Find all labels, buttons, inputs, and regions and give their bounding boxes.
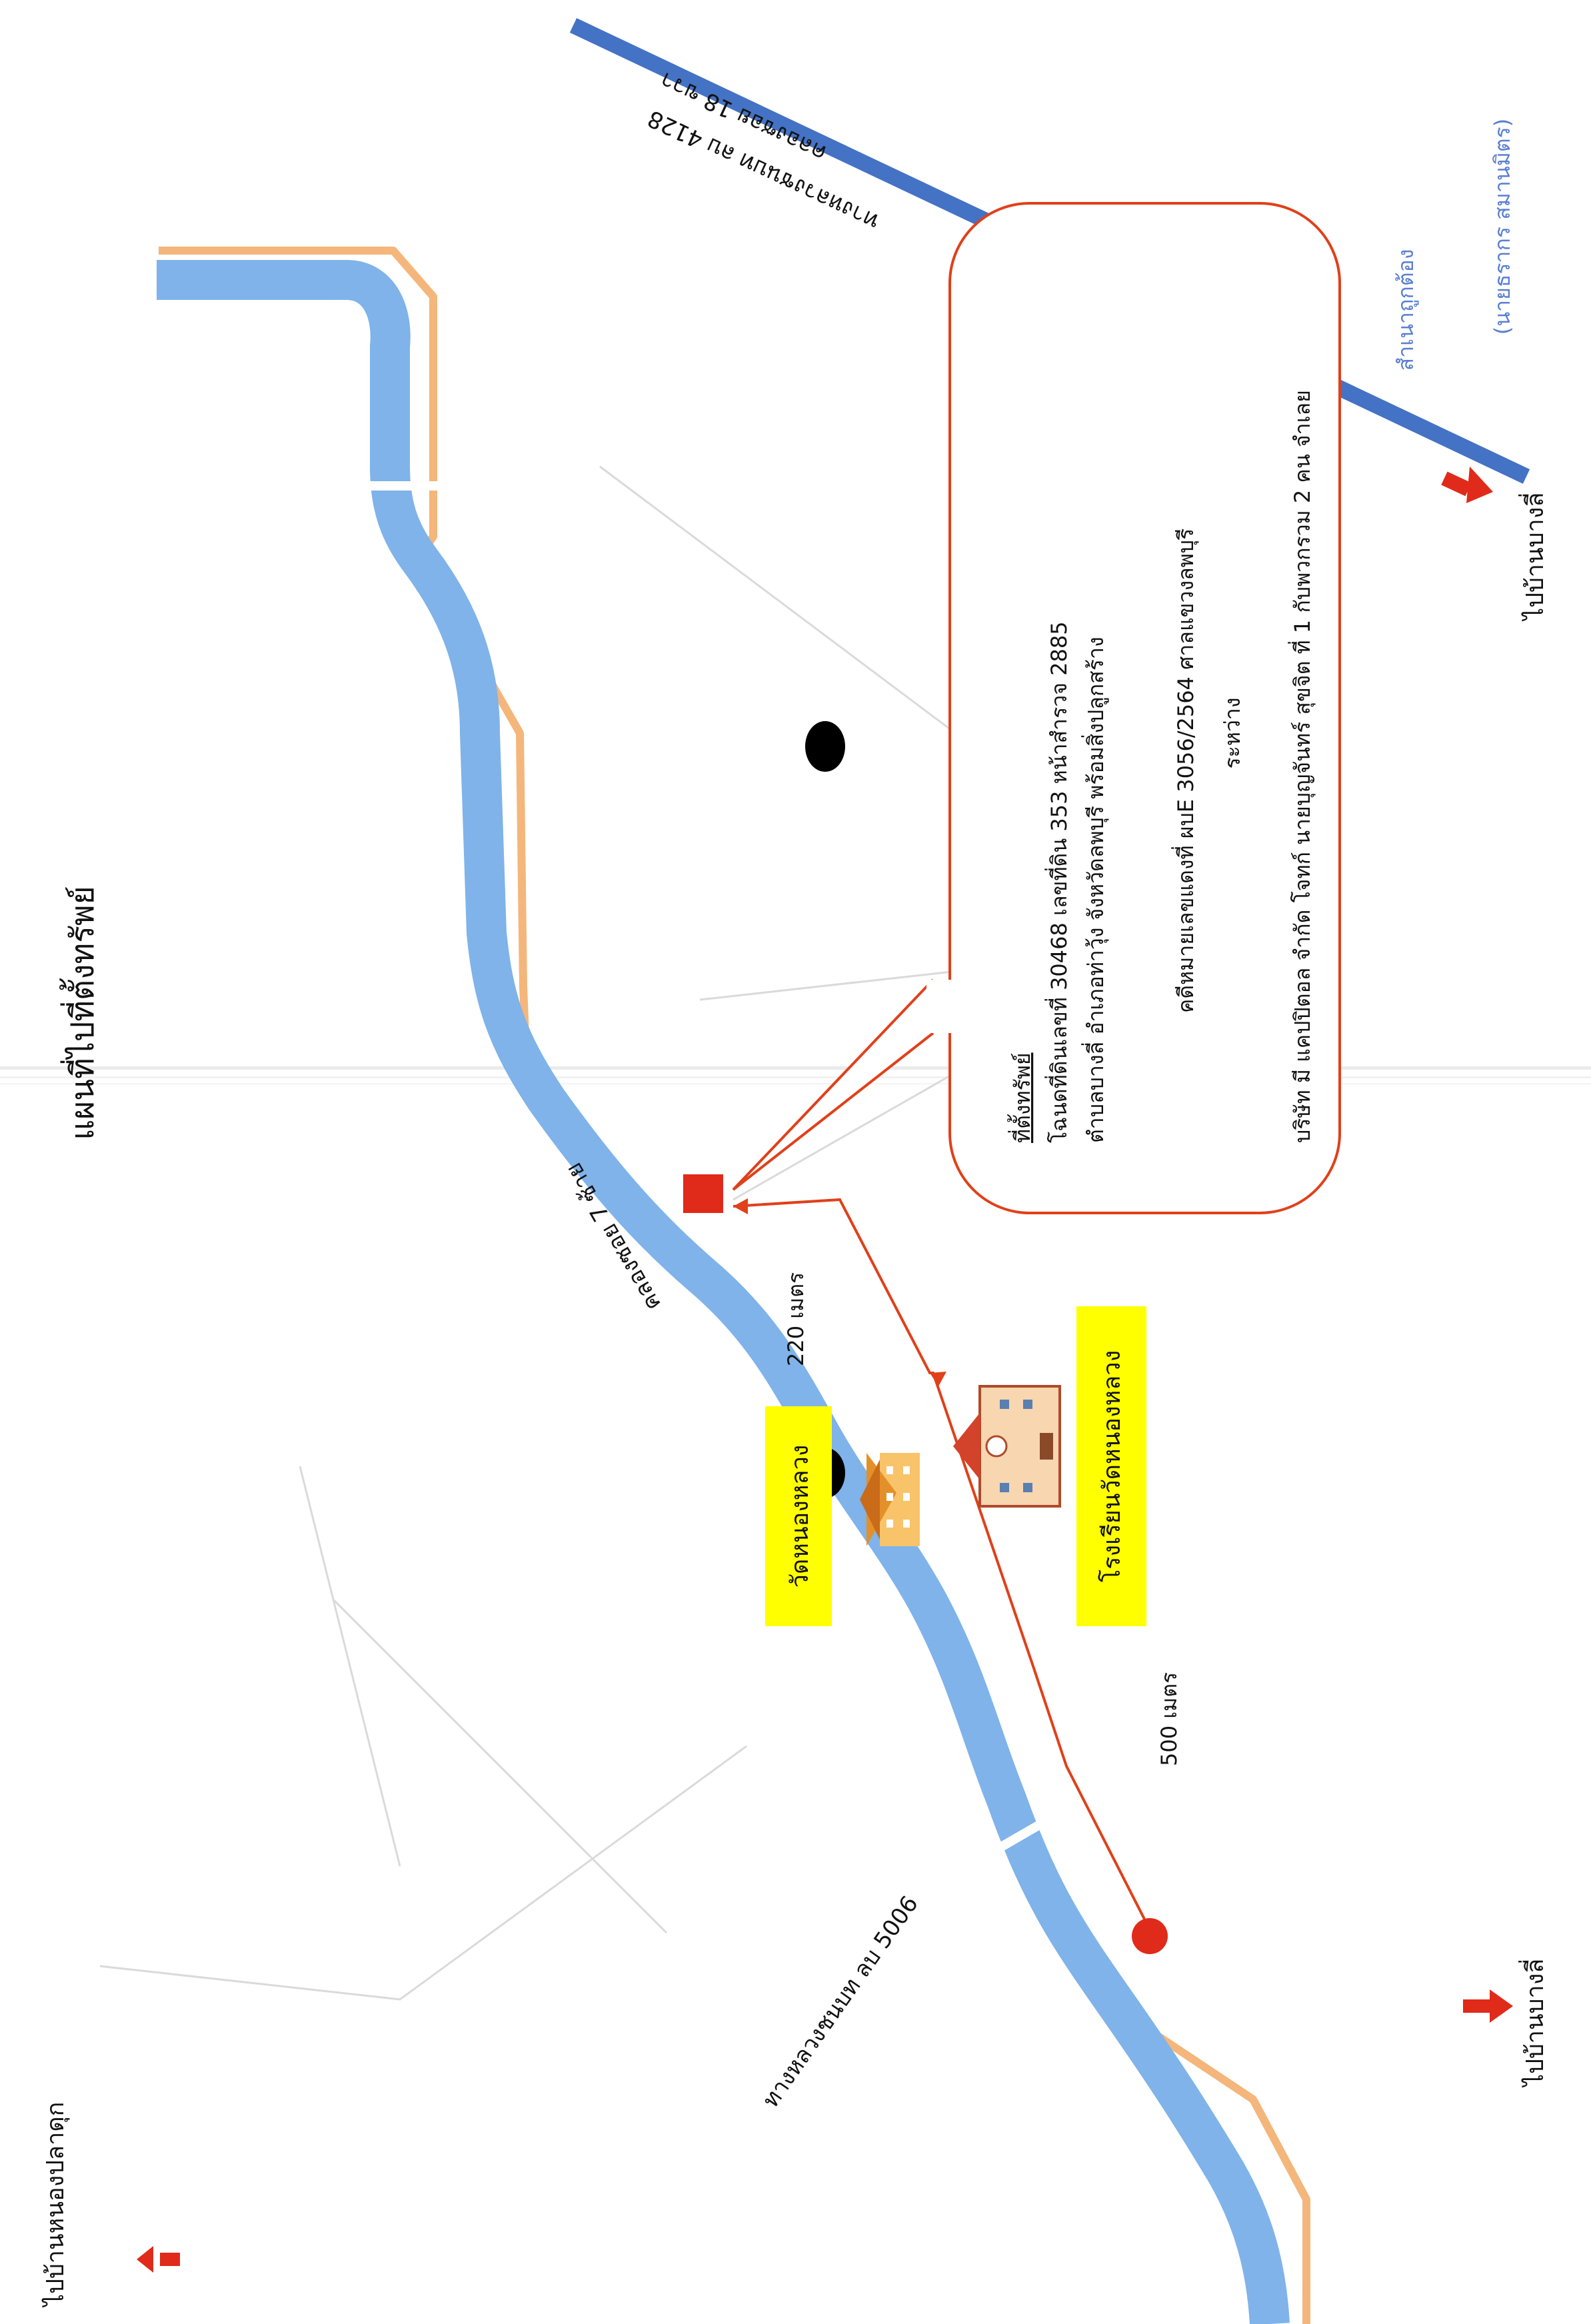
direction-bang-li-bottom: ไปบ้านบางลี่ [1518, 1959, 1549, 2088]
property-line-5: บริษัท มี แคปปิตอล จำกัด โจทก์ นายบุญจัน… [1288, 390, 1316, 1143]
property-line-3: คดีหมายเลขแดงที่ ผบE 3056/2564 ศาลแขวงลพ… [1171, 529, 1199, 1013]
scan-artifacts [0, 1066, 1591, 1084]
certification-name: (นายธรากร สมานมิตร) [1490, 119, 1515, 335]
start-point-marker [1132, 1918, 1168, 1954]
distance-500: 500 เมตร [1156, 1672, 1182, 1766]
page-title: แผนที่ไปที่ตั้งทรัพย์ [59, 886, 101, 1140]
certification-stamp: สำเนาถูกต้อง [1393, 249, 1419, 371]
school-icon [953, 1385, 1061, 1508]
property-line-1: โฉนดที่ดินเลขที่ 30468 เลขที่ดิน 353 หน้… [1044, 621, 1072, 1143]
property-info-callout [948, 202, 1341, 1214]
route-arrow-1 [733, 1198, 748, 1214]
temple-label: วัดหนองหลวง [787, 1445, 814, 1588]
direction-nong-pla-duk: ไปบ้านหนองปลาดุก [41, 2102, 70, 2308]
temple-label-bg [765, 1406, 832, 1626]
school-label: โรงเรียนวัดหนองหลวง [1098, 1350, 1126, 1582]
distance-220: 220 เมตร [783, 1272, 808, 1366]
arrow-to-nong-pla-duk [137, 2246, 180, 2273]
temple-icon [860, 1453, 920, 1546]
route-arrow-2 [930, 1372, 946, 1386]
property-line-4: ระหว่าง [1220, 697, 1245, 768]
arrow-to-bang-li-bottom [1463, 1989, 1513, 2023]
property-marker [683, 1174, 723, 1213]
property-boundaries [99, 465, 1001, 2001]
bridge-marks [360, 481, 1057, 1861]
route-line [733, 1198, 1156, 1937]
property-heading: ที่ตั้งทรัพย์ [1007, 1052, 1035, 1143]
direction-bang-li-top: ไปบ้านบางลี่ [1518, 493, 1549, 622]
property-line-2: ตำบลบางลี่ อำเภอท่าวุ้ง จังหวัดลพบุรี พร… [1081, 636, 1109, 1143]
arrow-to-bang-li-top [1441, 467, 1493, 503]
callout-pointer [732, 978, 934, 1191]
canal-7 [157, 260, 1290, 2324]
road-5006-label: ทางหลวงชนบท ลบ 5006 [757, 1891, 924, 2113]
school-label-bg [1076, 1306, 1146, 1626]
